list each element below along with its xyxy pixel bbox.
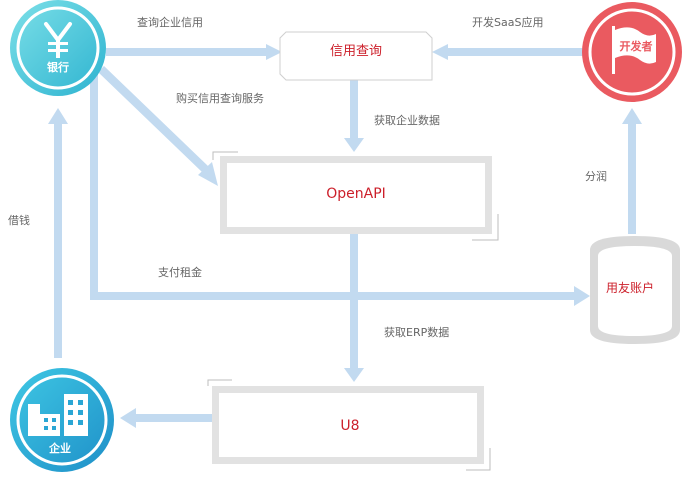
arrow-dev-to-credit (432, 44, 584, 60)
credit-query-label: 信用查询 (330, 44, 382, 59)
arrow-enterprise-to-bank (48, 108, 68, 358)
enterprise-label: 企业 (48, 441, 71, 455)
edge-label-enterprise-to-bank: 借钱 (8, 213, 30, 227)
edge-label-bank-to-credit: 查询企业信用 (137, 15, 203, 29)
bank-label: 银行 (47, 60, 69, 74)
arrow-bank-to-account (90, 70, 590, 306)
developer-label: 开发者 (620, 39, 653, 53)
edges (48, 44, 642, 428)
edge-label-dev-to-credit: 开发SaaS应用 (472, 15, 543, 29)
edge-label-credit-to-openapi: 获取企业数据 (374, 113, 440, 127)
arrow-openapi-to-u8 (344, 234, 364, 382)
edge-label-openapi-to-u8: 获取ERP数据 (384, 325, 449, 339)
arrow-bank-to-openapi (98, 66, 218, 186)
arrow-account-to-dev (622, 108, 642, 234)
edge-label-bank-to-openapi: 购买信用查询服务 (176, 91, 264, 105)
arrow-credit-to-openapi (344, 80, 364, 152)
yonyou-account-node: 用友账户 (590, 236, 680, 344)
openapi-label: OpenAPI (326, 186, 386, 202)
u8-label: U8 (340, 418, 359, 434)
openapi-node: OpenAPI (212, 151, 499, 241)
yen-icon (44, 22, 72, 58)
bank-node: 银行 (10, 0, 106, 96)
database-cylinder-icon (590, 236, 680, 344)
arrow-bank-to-credit (106, 44, 282, 60)
edge-label-account-to-dev: 分润 (585, 169, 607, 183)
arrow-u8-to-enterprise (120, 408, 212, 428)
u8-node: U8 (207, 379, 491, 471)
enterprise-node: 企业 (10, 368, 114, 472)
buildings-icon (28, 394, 88, 436)
credit-query-node: 信用查询 (279, 31, 433, 81)
edge-label-bank-to-account: 支付租金 (158, 265, 202, 279)
yonyou-account-label: 用友账户 (606, 280, 654, 295)
edge-labels: 查询企业信用 开发SaaS应用 购买信用查询服务 获取企业数据 分润 借钱 支付… (8, 15, 607, 339)
developer-node: 开发者 (582, 2, 682, 102)
flag-icon (612, 26, 656, 74)
